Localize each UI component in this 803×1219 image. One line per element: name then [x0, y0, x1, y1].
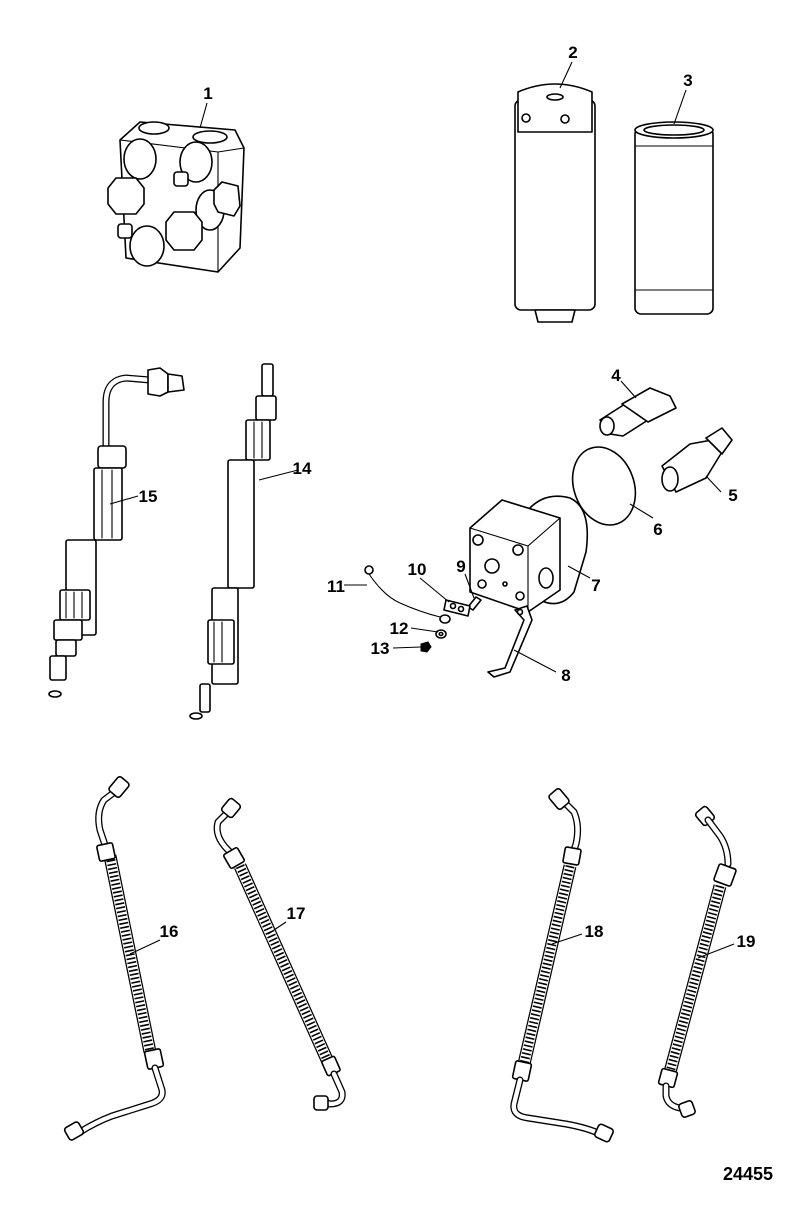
callout-11: 11 [327, 577, 345, 596]
filter-element-part-3 [634, 121, 714, 315]
fitting-part-4 [599, 387, 677, 437]
callout-15: 15 [139, 487, 158, 506]
callout-8: 8 [561, 666, 570, 685]
callout-6: 6 [653, 520, 662, 539]
valve-block-part-1 [107, 121, 245, 273]
callout-17: 17 [287, 904, 306, 923]
callout-7: 7 [591, 576, 600, 595]
filter-housing-part-2 [514, 83, 596, 323]
callout-5: 5 [728, 486, 737, 505]
figure-number: 24455 [723, 1164, 773, 1184]
callout-9: 9 [456, 557, 465, 576]
fitting-part-5 [661, 427, 733, 493]
hardware-parts-9-13 [364, 565, 482, 653]
callout-18: 18 [585, 922, 604, 941]
hose-part-14 [189, 363, 277, 720]
leader-lines [109, 61, 735, 959]
braided-hose-part-16 [63, 776, 166, 1141]
callout-labels: 1 2 3 4 5 6 7 8 9 10 11 12 13 14 15 16 1… [139, 43, 756, 951]
callout-1: 1 [203, 84, 212, 103]
callout-10: 10 [408, 560, 427, 579]
callout-2: 2 [568, 43, 577, 62]
callout-14: 14 [293, 459, 312, 478]
pump-housing-part-7 [469, 495, 589, 613]
braided-hose-part-17 [213, 797, 346, 1111]
bracket-part-8 [487, 605, 533, 678]
callout-12: 12 [390, 619, 409, 638]
callout-19: 19 [737, 932, 756, 951]
hose-part-15 [48, 367, 185, 698]
callout-13: 13 [371, 639, 390, 658]
callout-4: 4 [611, 366, 621, 385]
o-ring-part-6 [571, 446, 637, 526]
braided-hose-part-19 [657, 805, 737, 1118]
braided-hose-part-18 [510, 788, 615, 1143]
callout-16: 16 [160, 922, 179, 941]
callout-3: 3 [683, 71, 692, 90]
